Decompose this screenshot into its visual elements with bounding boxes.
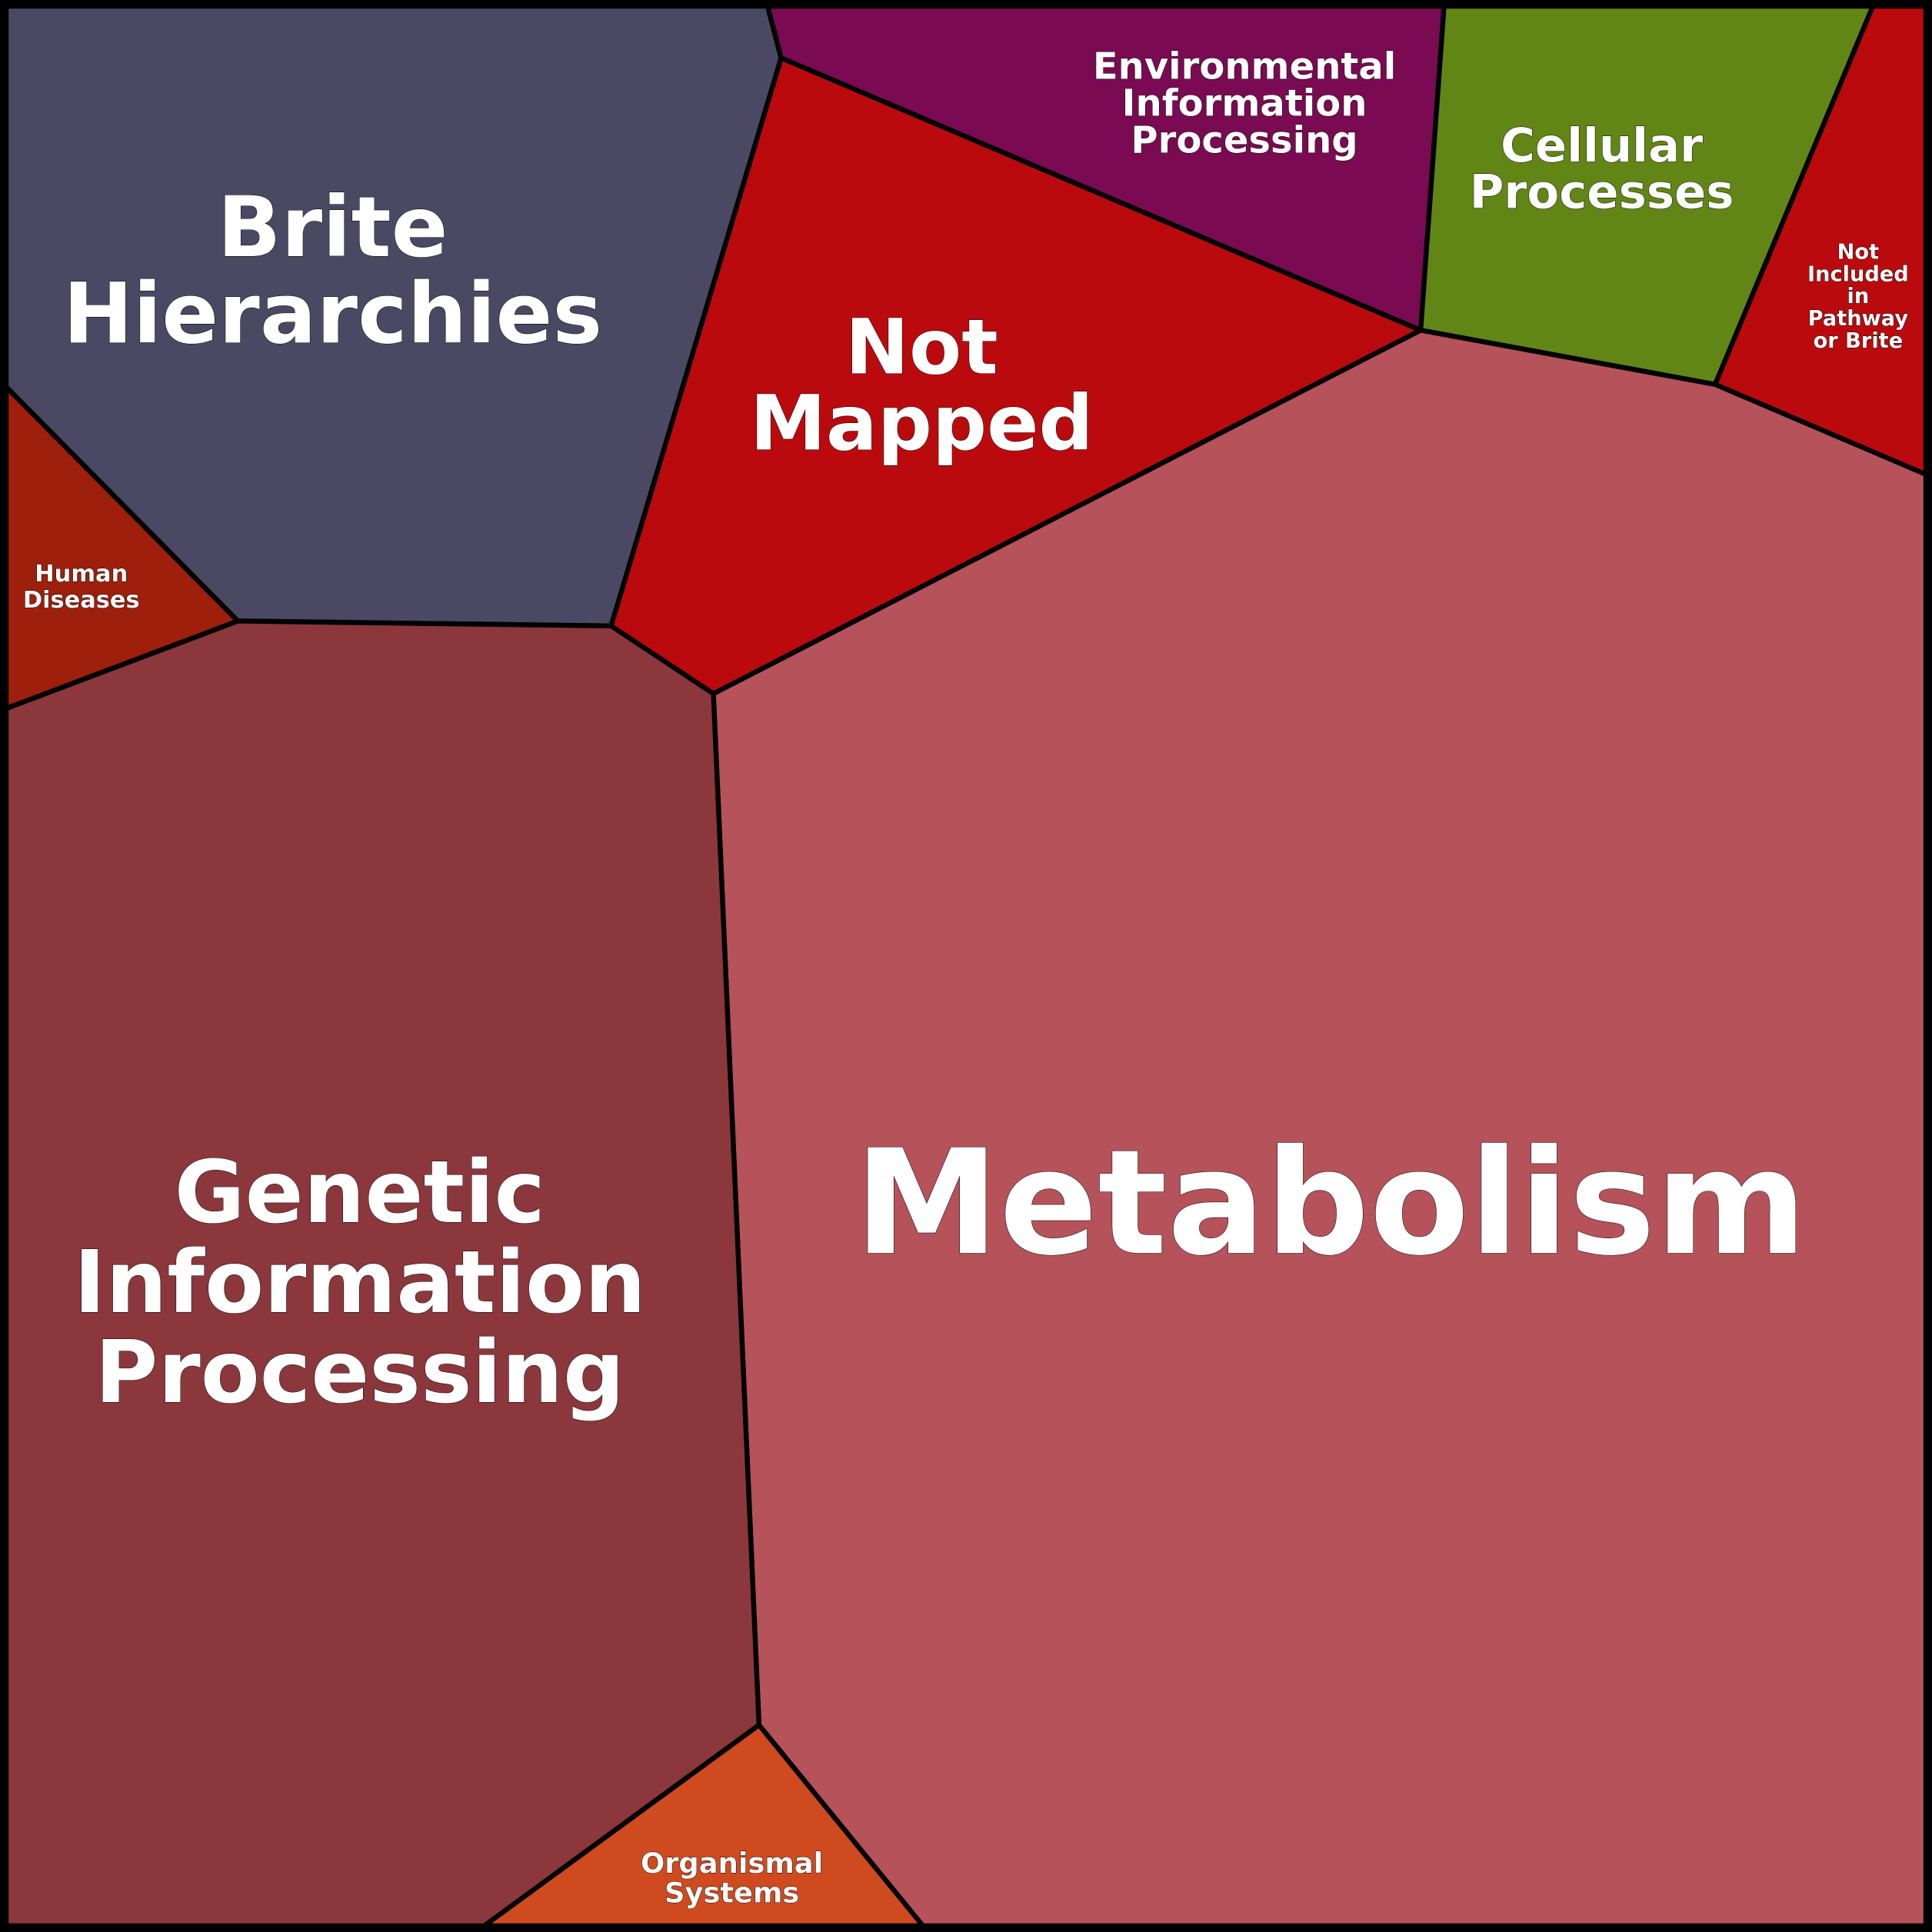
label-line: Processing bbox=[1131, 119, 1357, 162]
label-line: Pathway bbox=[1808, 307, 1909, 331]
label-metabolism: Metabolism bbox=[854, 1118, 1807, 1287]
label-line: Brite bbox=[218, 178, 448, 276]
label-line: Information bbox=[74, 1233, 646, 1333]
label-line: in bbox=[1847, 285, 1870, 308]
label-line: Not bbox=[1837, 240, 1880, 264]
label-line: Processes bbox=[1470, 165, 1734, 220]
label-line: Hierarchies bbox=[63, 265, 602, 362]
label-line: Mapped bbox=[750, 380, 1093, 468]
label-line: or Brite bbox=[1814, 329, 1904, 353]
label-line: Genetic bbox=[175, 1143, 545, 1243]
label-line: Environmental bbox=[1093, 45, 1396, 88]
label-line: Human bbox=[35, 561, 128, 588]
label-line: Systems bbox=[665, 1877, 799, 1910]
label-line: Processing bbox=[95, 1323, 625, 1423]
label-line: Cellular bbox=[1501, 118, 1703, 173]
label-line: Included bbox=[1807, 262, 1909, 286]
label-line: Not bbox=[845, 303, 998, 391]
label-line: Organismal bbox=[641, 1847, 823, 1880]
label-line: Metabolism bbox=[854, 1118, 1807, 1287]
label-line: Diseases bbox=[23, 587, 140, 614]
label-line: Information bbox=[1122, 82, 1367, 125]
